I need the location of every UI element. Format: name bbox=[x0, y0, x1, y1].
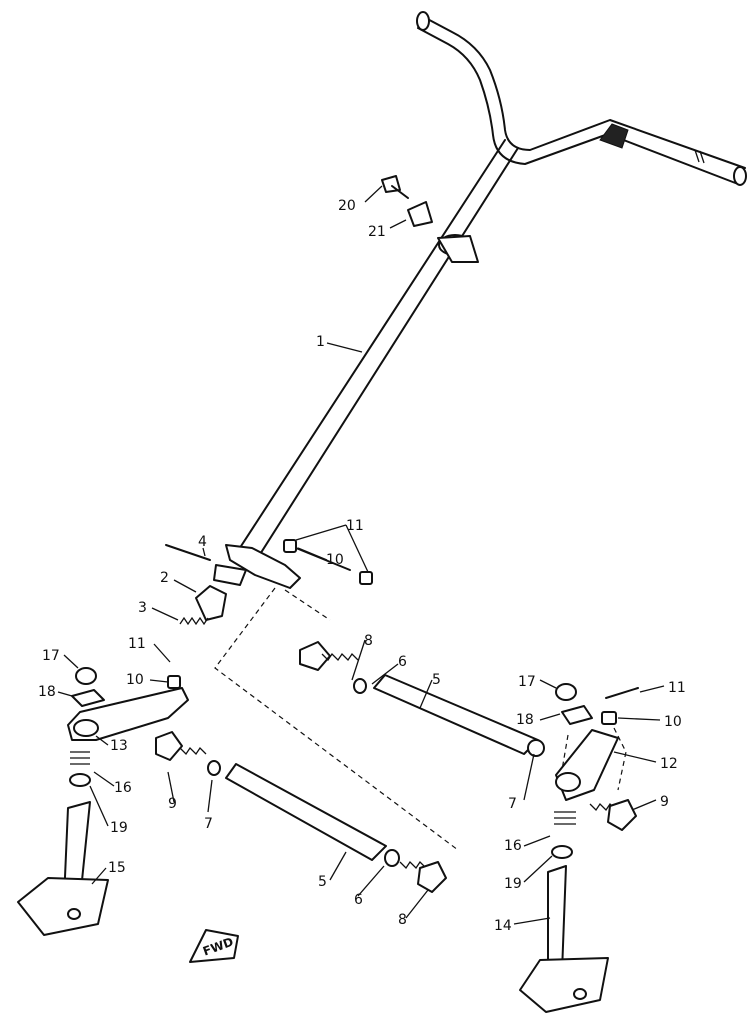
callout-10-top: 10 bbox=[326, 552, 344, 568]
callout-21: 21 bbox=[368, 224, 386, 240]
callout-1: 1 bbox=[316, 334, 325, 350]
callout-16-right: 16 bbox=[504, 838, 522, 854]
callout-12: 12 bbox=[660, 756, 678, 772]
callout-4: 4 bbox=[198, 534, 207, 550]
callout-19-right: 19 bbox=[504, 876, 522, 892]
tie-rod-lower bbox=[225, 763, 387, 861]
callout-5-top: 5 bbox=[432, 672, 441, 688]
column-bushing bbox=[195, 585, 227, 621]
callout-labels: 1 20 21 4 2 3 11 10 8 6 5 11 10 17 18 13… bbox=[38, 198, 686, 934]
callout-11-right: 11 bbox=[668, 680, 686, 696]
callout-9-left: 9 bbox=[168, 796, 177, 812]
callout-18-left: 18 bbox=[38, 684, 56, 700]
left-knuckle-arm bbox=[67, 667, 189, 741]
callout-8-top: 8 bbox=[364, 633, 373, 649]
column-spring bbox=[179, 616, 209, 626]
right-spindle bbox=[519, 811, 609, 1013]
assembly-line bbox=[561, 734, 569, 771]
tie-rod-end-right bbox=[589, 799, 637, 831]
clamp-bolt bbox=[381, 175, 409, 199]
callout-14: 14 bbox=[494, 918, 512, 934]
right-knuckle-arm bbox=[555, 683, 639, 801]
callout-13: 13 bbox=[110, 738, 128, 754]
clamp-bracket bbox=[407, 201, 433, 227]
callout-10-right: 10 bbox=[664, 714, 682, 730]
callout-3: 3 bbox=[138, 600, 147, 616]
callout-11-left: 11 bbox=[128, 636, 146, 652]
tie-rod-end-lower-left bbox=[155, 731, 221, 776]
callout-18-right: 18 bbox=[516, 712, 534, 728]
upper-nut bbox=[283, 539, 373, 585]
callout-11-top: 11 bbox=[346, 518, 364, 534]
tie-rod-end-upper bbox=[299, 641, 367, 694]
callout-8-bottom: 8 bbox=[398, 912, 407, 928]
left-spindle bbox=[17, 751, 109, 936]
callout-10-left: 10 bbox=[126, 672, 144, 688]
callout-17-right: 17 bbox=[518, 674, 536, 690]
callout-7-left: 7 bbox=[204, 816, 213, 832]
callout-7-right: 7 bbox=[508, 796, 517, 812]
fwd-marker: FWD bbox=[189, 929, 239, 963]
callout-16-left: 16 bbox=[114, 780, 132, 796]
callout-17-left: 17 bbox=[42, 648, 60, 664]
callout-20: 20 bbox=[338, 198, 356, 214]
callout-9-right: 9 bbox=[660, 794, 669, 810]
handlebar-steering-column bbox=[213, 11, 747, 589]
callout-5-bottom: 5 bbox=[318, 874, 327, 890]
assembly-line bbox=[214, 587, 459, 851]
callout-15: 15 bbox=[108, 860, 126, 876]
callout-6-bottom: 6 bbox=[354, 892, 363, 908]
callout-19-left: 19 bbox=[110, 820, 128, 836]
tie-rod-end-lower-right bbox=[384, 849, 447, 893]
callout-6-top: 6 bbox=[398, 654, 407, 670]
cotter-pin bbox=[165, 544, 211, 561]
leader-lines bbox=[57, 185, 665, 925]
assembly-line bbox=[284, 589, 331, 621]
callout-2: 2 bbox=[160, 570, 169, 586]
tie-rod-upper bbox=[373, 674, 545, 757]
